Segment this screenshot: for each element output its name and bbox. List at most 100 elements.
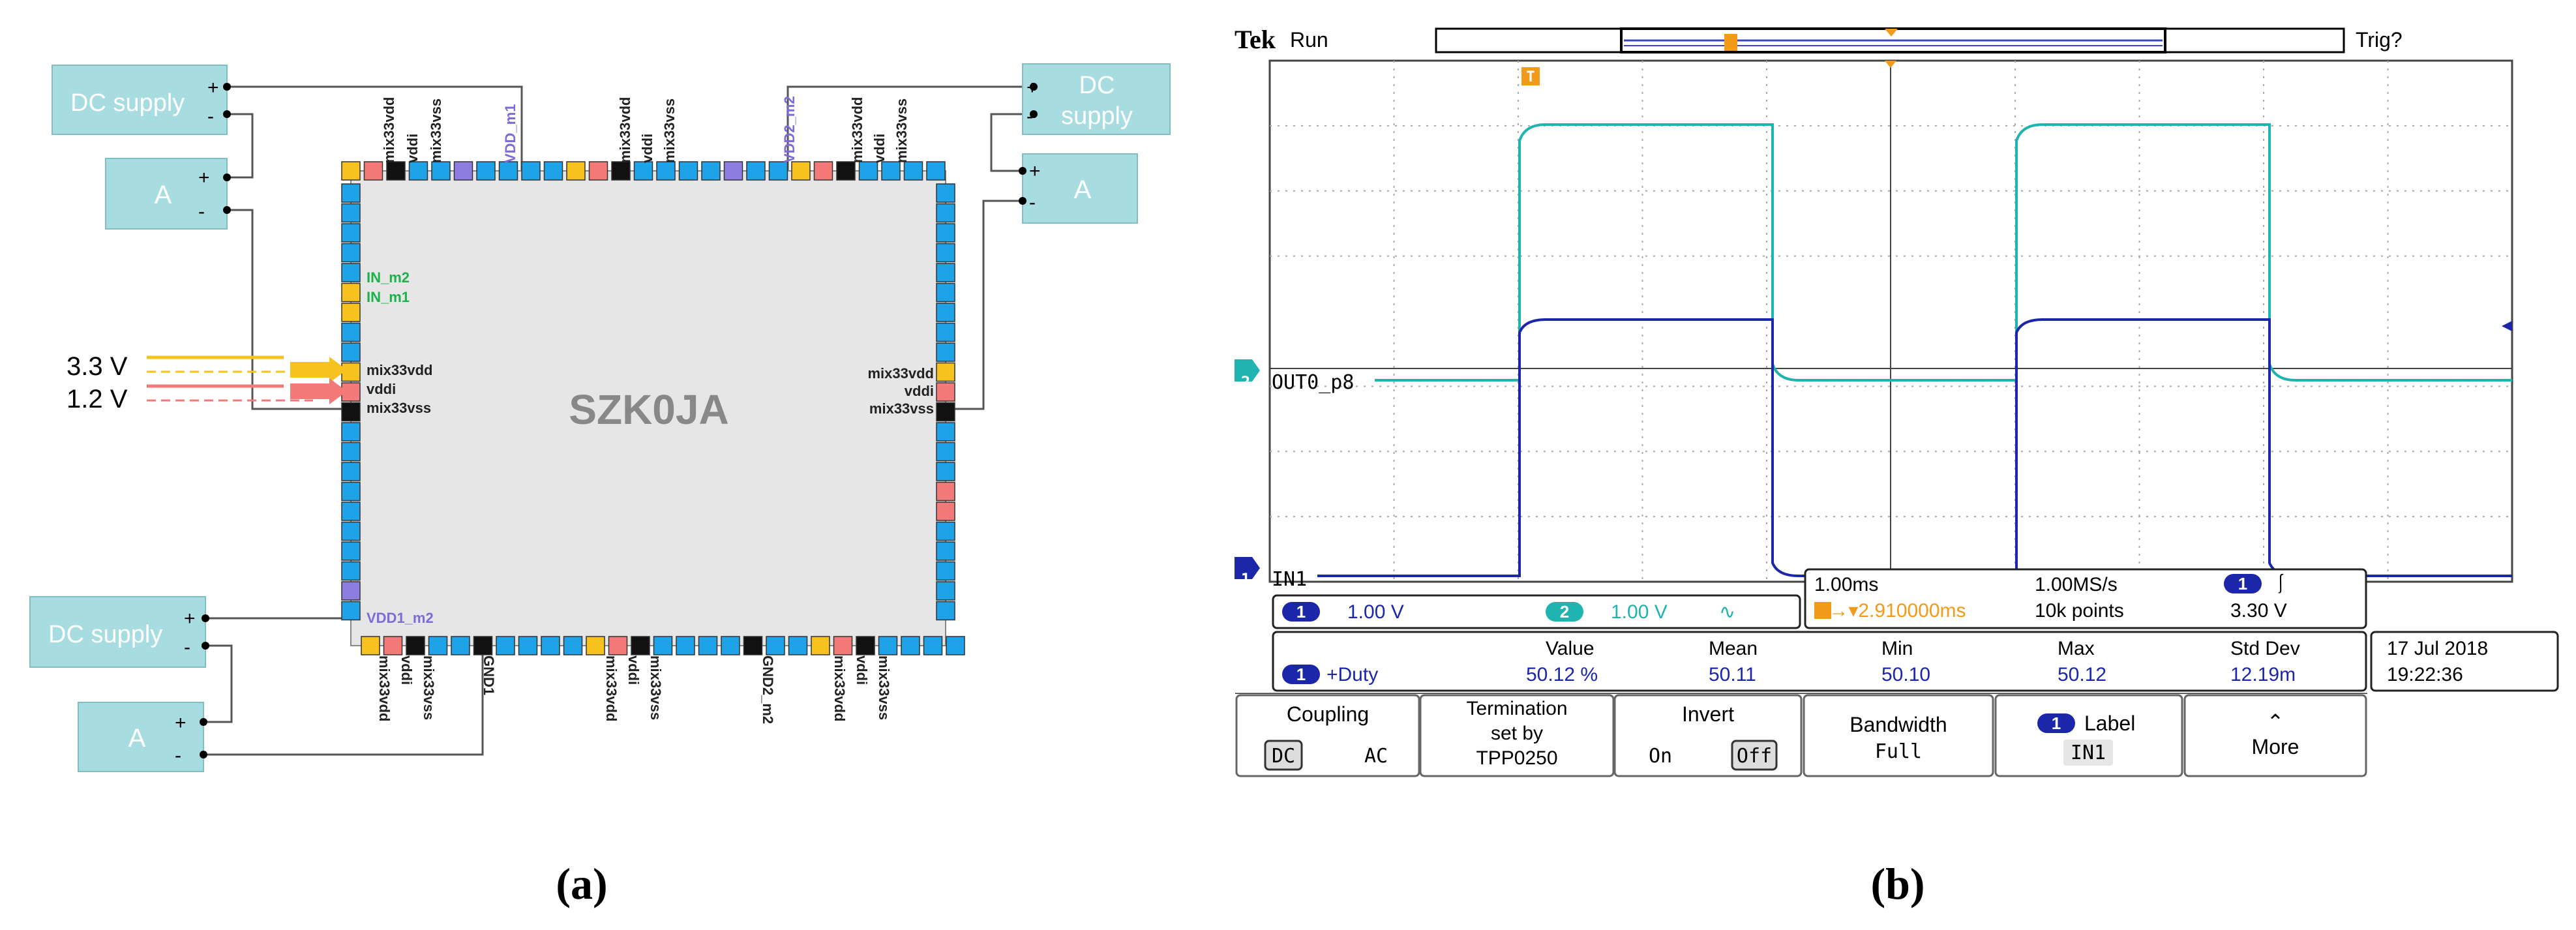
chip-pad-left <box>341 362 361 382</box>
chip-pad-left <box>341 223 361 243</box>
time: 19:22:36 <box>2387 664 2463 685</box>
svg-text:Label: Label <box>2084 712 2135 735</box>
measurement-header: Max <box>2058 638 2095 659</box>
chip-pad-right <box>936 303 955 322</box>
chip-pad-bottom <box>676 636 695 655</box>
svg-text:vddi: vddi <box>625 655 642 685</box>
chevron-up-icon: ⌃ <box>2267 710 2284 734</box>
chip-pad-left <box>341 521 361 541</box>
ammeter-bottom-left: A + - <box>78 702 207 772</box>
run-state: Run <box>1290 28 1328 52</box>
svg-text:mix33vdd: mix33vdd <box>617 97 633 164</box>
measurement-header: Mean <box>1709 638 1758 659</box>
svg-text:mix33vss: mix33vss <box>876 655 892 720</box>
date-time-readout: 17 Jul 2018 19:22:36 <box>2370 631 2559 692</box>
menu-more-button[interactable]: ⌃ More <box>2183 694 2367 777</box>
chip-pad-right <box>936 282 955 303</box>
chip-pad-top <box>431 161 451 181</box>
svg-text:mix33vss: mix33vss <box>648 655 664 720</box>
chip-pad-right <box>936 581 955 601</box>
bandwidth-value: Full <box>1875 740 1922 763</box>
svg-text:mix33vdd: mix33vdd <box>376 655 393 722</box>
coupling-dc-option: DC <box>1272 745 1295 768</box>
chip-pad-bottom <box>833 636 853 655</box>
menu-invert-button[interactable]: Invert On Off <box>1613 694 1803 777</box>
svg-text:+: + <box>184 608 196 629</box>
measurement-value: 50.12 % <box>1526 664 1598 685</box>
chip-pad-right <box>936 183 955 203</box>
chip-pad-bottom <box>406 636 425 655</box>
chip-pad-top <box>521 161 541 181</box>
chip-pad-left <box>341 342 361 362</box>
chip-pad-left <box>341 541 361 561</box>
svg-text:-: - <box>184 637 190 658</box>
chip-pad-top <box>588 161 608 181</box>
chip-pad-bottom <box>496 636 515 655</box>
chip-pad-right <box>936 442 955 462</box>
chip-pad-bottom <box>788 636 808 655</box>
menu-label-button[interactable]: 1 Label IN1 <box>1994 694 2183 777</box>
chip-pad-top <box>363 161 383 181</box>
svg-text:vddi: vddi <box>905 383 934 399</box>
svg-text:-: - <box>1029 192 1036 213</box>
chip-pad-bottom <box>586 636 605 655</box>
chip-pad-left <box>341 183 361 203</box>
chip-pad-bottom <box>631 636 650 655</box>
svg-text:vddi: vddi <box>398 655 415 685</box>
record-length: 10k points <box>2035 600 2124 622</box>
menu-termination-button[interactable]: Termination set by TPP0250 <box>1419 694 1615 777</box>
record-overview-bar <box>1435 27 2345 53</box>
svg-text:vddi: vddi <box>854 655 870 685</box>
svg-text:∿: ∿ <box>1719 601 1735 623</box>
chip-pad-left <box>341 402 361 422</box>
svg-text:mix33vss: mix33vss <box>661 98 678 163</box>
chip-pad-right <box>936 481 955 502</box>
chip-pad-bottom <box>428 636 448 655</box>
svg-text:2: 2 <box>1241 373 1250 391</box>
chip-pad-bottom <box>901 636 920 655</box>
menu-bandwidth-button[interactable]: Bandwidth Full <box>1803 694 1994 777</box>
chip-pad-left <box>341 203 361 223</box>
chip-pad-bottom <box>608 636 628 655</box>
chip-pad-bottom <box>653 636 673 655</box>
svg-text:set by: set by <box>1491 723 1543 744</box>
graticule: T <box>1268 59 2513 583</box>
chip-pads <box>341 161 965 655</box>
chip-pad-bottom <box>811 636 830 655</box>
chip-pad-left <box>341 422 361 442</box>
svg-text:DC supply: DC supply <box>48 621 162 648</box>
trigger-slope: ⎰ <box>2271 573 2290 596</box>
svg-text:VDD_m1: VDD_m1 <box>502 104 518 163</box>
svg-text:mix33vss: mix33vss <box>421 655 437 720</box>
chip-pad-top <box>453 161 473 181</box>
chip-pad-top <box>768 161 788 181</box>
svg-text:1: 1 <box>1241 570 1250 588</box>
chip-pad-bottom <box>698 636 718 655</box>
svg-text:vddi: vddi <box>871 134 888 163</box>
chip-pad-top <box>341 161 361 181</box>
dc-supply-top-left: DC supply + - <box>52 65 231 135</box>
panel-a-schematic: SZK0JA DC supply + - A + - DC supply + -… <box>29 63 1171 908</box>
chip-pad-top <box>408 161 428 181</box>
chip-pad-right <box>936 402 955 422</box>
chip-pad-bottom <box>878 636 898 655</box>
chip-pad-bottom <box>473 636 493 655</box>
svg-text:+: + <box>207 77 219 98</box>
chip-pad-left <box>341 581 361 601</box>
measurement-value: 50.11 <box>1709 664 1756 685</box>
trigger-offset: T→▾2.910000ms <box>1817 600 1966 622</box>
chip-pad-right <box>936 342 955 362</box>
svg-text:VDD2_m2: VDD2_m2 <box>781 96 798 163</box>
wires <box>203 85 1034 756</box>
chip-pad-right <box>936 601 955 621</box>
svg-text:mix33vss: mix33vss <box>367 400 431 416</box>
caption-b: (b) <box>1870 859 1925 908</box>
chip-pad-bottom <box>563 636 583 655</box>
menu-coupling-button[interactable]: Coupling DC AC <box>1235 694 1420 777</box>
chip-pad-left <box>341 282 361 303</box>
label-value: IN1 <box>2071 742 2106 764</box>
trigger-status: Trig? <box>2356 28 2403 52</box>
svg-text:vddi: vddi <box>639 134 655 163</box>
chip-pad-left <box>341 561 361 581</box>
